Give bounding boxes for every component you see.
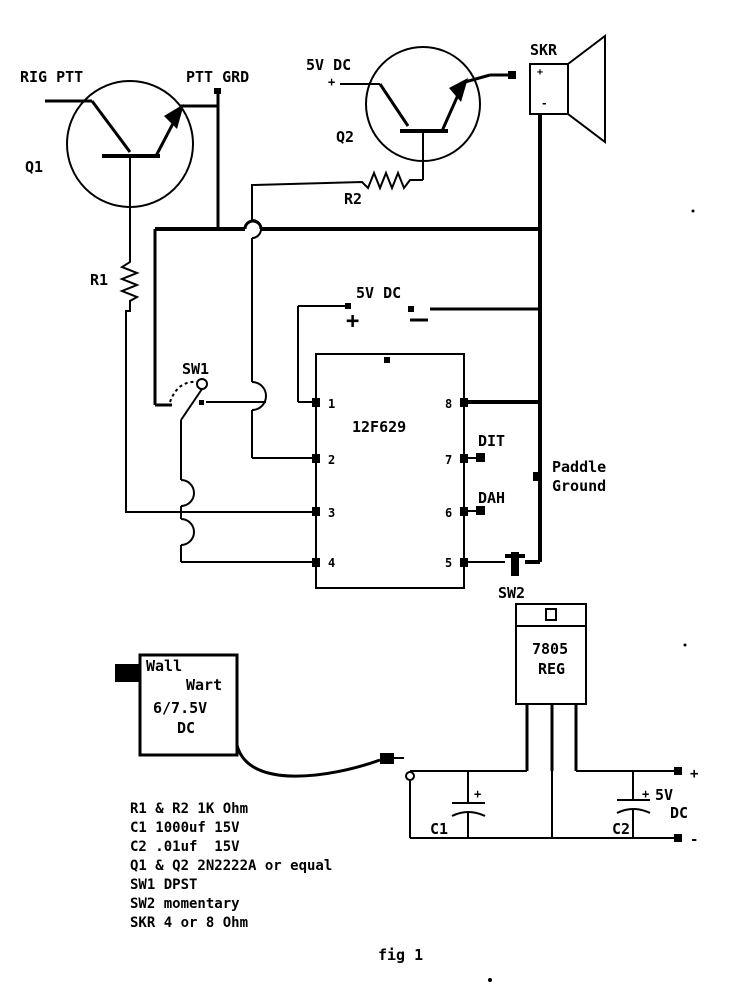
- ic-12f629: [312, 353, 468, 589]
- q1-transistor: [45, 80, 218, 252]
- svg-text:-: -: [690, 832, 698, 848]
- svg-text:+: +: [328, 75, 335, 89]
- wart-label: Wart: [186, 676, 222, 694]
- svg-text:+: +: [474, 787, 481, 801]
- top-5vdc-label: 5V DC: [306, 56, 351, 74]
- q2-transistor: [340, 46, 516, 180]
- r1-resistor: [119, 252, 316, 513]
- parts-list-item: SW2 momentary: [130, 896, 240, 912]
- figure-caption: fig 1: [378, 946, 423, 964]
- out-5v-label: 5V: [655, 786, 673, 804]
- svg-text:+: +: [537, 67, 543, 78]
- r2-resistor: [251, 170, 423, 220]
- wall-voltage-label: 6/7.5V: [153, 699, 207, 717]
- svg-text:+: +: [346, 309, 359, 334]
- ptt-grd-label: PTT GRD: [186, 68, 249, 86]
- pin-7-label: 7: [445, 453, 452, 467]
- sw2-label: SW2: [498, 584, 525, 602]
- c1-label: C1: [430, 820, 448, 838]
- reg-num-label: 7805: [532, 640, 568, 658]
- dah-label: DAH: [478, 489, 505, 507]
- sw1-switch: [169, 378, 316, 563]
- out-dc-label: DC: [670, 804, 688, 822]
- parts-list-item: R1 & R2 1K Ohm: [130, 801, 248, 817]
- pin-1-label: 1: [328, 397, 335, 411]
- svg-text:-: -: [541, 97, 548, 110]
- parts-list-item: SW1 DPST: [130, 877, 197, 893]
- wall-dc-label: DC: [177, 719, 195, 737]
- r1-label: R1: [90, 271, 108, 289]
- skr-label: SKR: [530, 41, 558, 59]
- ic-label: 12F629: [352, 418, 406, 436]
- sw1-label: SW1: [182, 360, 209, 378]
- speaker: + -: [529, 33, 606, 145]
- parts-list-item: C2 .01uf 15V: [130, 839, 240, 855]
- mid-5vdc-label: 5V DC: [356, 284, 401, 302]
- parts-list-item: SKR 4 or 8 Ohm: [130, 915, 248, 931]
- svg-text:+: +: [690, 766, 698, 782]
- pin-6-label: 6: [445, 506, 452, 520]
- pin-4-label: 4: [328, 556, 335, 570]
- parts-list-item: Q1 & Q2 2N2222A or equal: [130, 858, 332, 874]
- r2-label: R2: [344, 190, 362, 208]
- dit-label: DIT: [478, 432, 505, 450]
- pin-3-label: 3: [328, 506, 335, 520]
- q1-label: Q1: [25, 158, 43, 176]
- c1-capacitor: +: [451, 771, 486, 838]
- pin-8-label: 8: [445, 397, 452, 411]
- c2-capacitor: +: [616, 771, 651, 838]
- svg-text:+: +: [642, 787, 649, 801]
- wall-label: Wall: [146, 657, 182, 675]
- reg-label: REG: [538, 660, 565, 678]
- sw2-switch: [468, 552, 540, 576]
- pin-2-label: 2: [328, 453, 335, 467]
- rig-ptt-label: RIG PTT: [20, 68, 83, 86]
- q2-label: Q2: [336, 128, 354, 146]
- regulator-7805: [515, 603, 587, 771]
- pin-5-label: 5: [445, 556, 452, 570]
- paddle-label: Paddle: [552, 458, 606, 476]
- c2-label: C2: [612, 820, 630, 838]
- parts-list: R1 & R2 1K Ohm C1 1000uf 15V C2 .01uf 15…: [130, 801, 332, 931]
- parts-list-item: C1 1000uf 15V: [130, 820, 240, 836]
- wall-wart: [115, 653, 404, 778]
- ground-label: Ground: [552, 477, 606, 495]
